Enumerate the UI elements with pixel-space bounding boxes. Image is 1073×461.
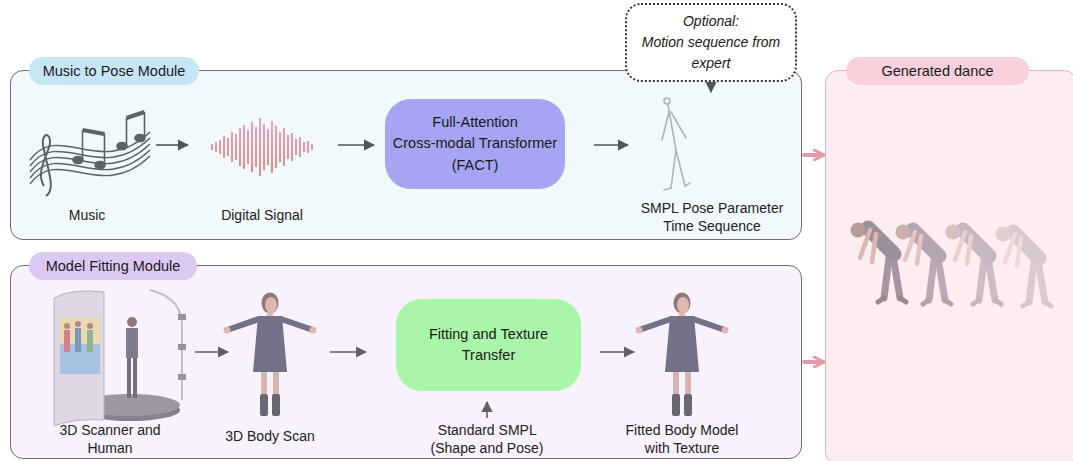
word: Model: [700, 422, 738, 438]
word: Pose: [682, 200, 714, 216]
word: dance: [954, 63, 994, 79]
caption: 3D Body Scan: [225, 428, 315, 444]
word: Module: [133, 258, 181, 274]
caption: Standard SMPL (Shape and Pose): [431, 422, 544, 456]
word: expert: [692, 55, 731, 71]
word: Signal: [264, 207, 303, 223]
word: 3D: [59, 422, 77, 438]
module-heading: Model Fitting Module: [29, 252, 197, 280]
word: Music: [43, 63, 81, 79]
word: Pose): [507, 440, 544, 456]
flow-arrow: [804, 360, 823, 364]
word: to: [85, 63, 97, 79]
caption-wrap: Music: [47, 206, 127, 224]
word: Fitting: [89, 258, 129, 274]
word: Fitted: [626, 422, 661, 438]
word: with: [645, 440, 670, 456]
caption: SMPL Pose Parameter Time Sequence: [641, 200, 784, 234]
word: Transfer: [462, 347, 515, 363]
word: and: [137, 422, 160, 438]
note-text: Motion sequence from expert: [633, 32, 789, 74]
word: Human: [87, 440, 132, 456]
heading-tab: Music to Pose Module: [29, 57, 199, 85]
heading-tab: Model Fitting Module: [29, 252, 197, 280]
word: and: [472, 326, 496, 342]
word: (FACT): [452, 157, 499, 173]
word: Motion: [642, 34, 684, 50]
caption: Digital Signal: [221, 207, 303, 223]
caption-wrap: 3D Scanner and Human: [54, 421, 166, 457]
caption-wrap: 3D Body Scan: [215, 427, 325, 445]
word: Standard: [438, 422, 495, 438]
output-panel: Generated dance: [825, 70, 1073, 461]
process-box: Fitting and Texture Transfer: [396, 299, 581, 391]
word: sequence: [688, 34, 749, 50]
caption-wrap: Standard SMPL (Shape and Pose): [425, 421, 549, 457]
caption-wrap: Digital Signal: [202, 206, 322, 224]
note-box: Optional: Motion sequence from expert: [625, 3, 797, 82]
word: and: [480, 440, 503, 456]
word: Music: [69, 207, 106, 223]
word: Optional:: [683, 13, 739, 29]
module-heading: Generated dance: [846, 57, 1029, 85]
flow-arrow: [804, 153, 823, 157]
word: Transformer: [479, 135, 557, 151]
word: Full-Attention: [432, 114, 517, 130]
module-heading: Music to Pose Module: [29, 57, 199, 85]
word: Texture: [673, 440, 719, 456]
word: Fitting: [429, 326, 469, 342]
process-box: Full-Attention Cross-modal Transformer (…: [385, 99, 565, 189]
word: Pose: [101, 63, 134, 79]
caption: Fitted Body Model with Texture: [626, 422, 739, 456]
word: Cross-modal: [393, 135, 475, 151]
word: Scanner: [81, 422, 133, 438]
word: Parameter: [718, 200, 783, 216]
word: from: [752, 34, 780, 50]
box-text: Fitting and Texture Transfer: [404, 324, 574, 366]
word: (Shape: [431, 440, 476, 456]
word: SMPL: [641, 200, 679, 216]
caption: 3D Scanner and Human: [59, 422, 160, 456]
word: Model: [46, 258, 86, 274]
word: Generated: [881, 63, 950, 79]
word: Body: [247, 428, 279, 444]
word: SMPL: [499, 422, 537, 438]
heading-tab: Generated dance: [846, 57, 1029, 85]
word: Module: [138, 63, 186, 79]
word: Texture: [500, 326, 548, 342]
word: Time: [663, 218, 694, 234]
word: Digital: [221, 207, 260, 223]
word: Body: [664, 422, 696, 438]
caption-wrap: SMPL Pose Parameter Time Sequence: [637, 199, 787, 235]
caption: Music: [69, 207, 106, 223]
caption-wrap: Fitted Body Model with Texture: [616, 421, 748, 457]
note-text: Optional:: [683, 11, 739, 32]
word: Sequence: [698, 218, 761, 234]
word: Scan: [283, 428, 315, 444]
box-text: Full-Attention Cross-modal Transformer (…: [391, 112, 559, 175]
word: 3D: [225, 428, 243, 444]
